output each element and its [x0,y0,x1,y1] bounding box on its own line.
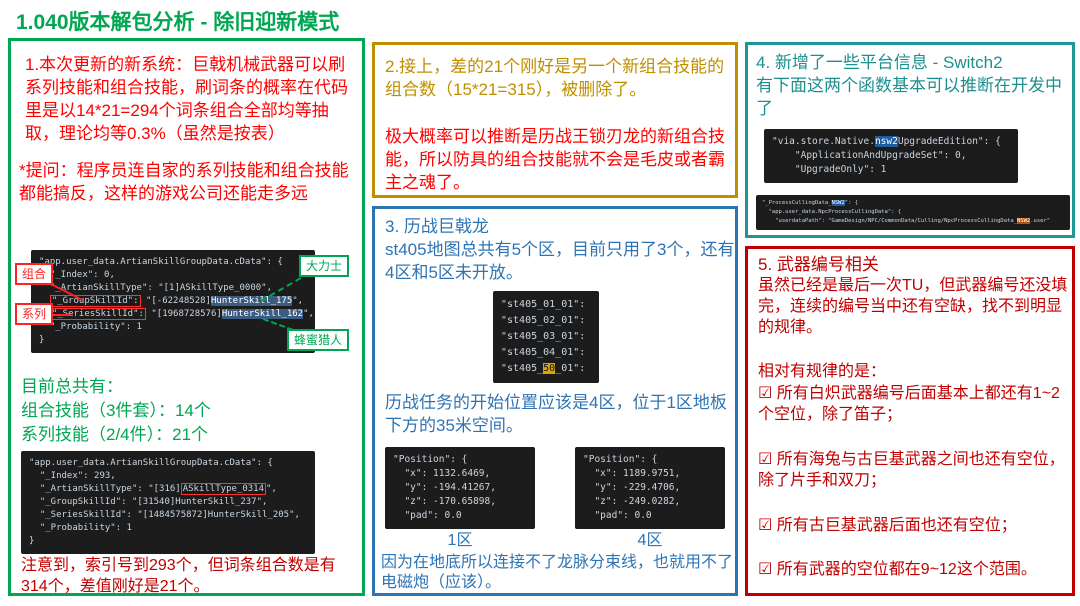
code-line-seriesskill: "_SeriesSkillId": "[1968728576]HunterSki… [39,308,314,321]
code-line: "_Index": 293, [29,471,116,481]
code-line: "app.user_data.ArtianSkillGroupData.cDat… [29,458,273,468]
section-weapon-numbering: 5. 武器编号相关 虽然已经是最后一次TU，但武器编号还没填完，连续的编号当中还… [745,246,1075,596]
code-screenshot-skill-index293: "app.user_data.ArtianSkillGroupData.cDat… [21,451,315,554]
code-line: "pad": 0.0 [393,510,462,521]
code-line: "_SeriesSkillId": "[1484575872]HunterSki… [29,510,300,520]
code-text: .user" [1030,218,1051,224]
checklist-item-gravios: ☑ 所有古巨基武器后面也还有空位； [758,517,1017,534]
code-text: UpgradeEdition": { [897,136,1001,147]
code-text: ", [303,309,314,319]
code-line: "ApplicationAndUpgradeSet": 0, [772,150,967,161]
askilltype-0314-highlight: ASkillType_0314 [180,483,266,495]
position-zone4-code: "Position": { "x": 1189.9751, "y": -229.… [575,447,725,529]
code-line: "x": 1132.6469, [393,468,491,479]
code-line: "y": -194.41267, [393,482,496,493]
code-line: "z": -170.65898, [393,496,496,507]
section4-heading: 4. 新增了一些平台信息 - Switch2 [756,53,1003,72]
zone50-highlight: 50 [543,363,556,374]
code-line: "_GroupSkillId": "[31540]HunterSkill_237… [29,497,268,507]
code-line-zone50: "st405_50_01": [501,361,591,377]
dragonvein-paragraph: 因为在地底所以连接不了龙脉分束线，也就用不了电磁炮（应该）。 [381,554,734,591]
code-line: } [39,335,45,345]
connector-series-line [49,314,71,316]
page-title: 1.040版本解包分析 - 除旧迎新模式 [16,11,340,34]
section3-heading: 3. 历战巨戟龙 [385,217,489,236]
section-platform-info: 4. 新增了一些平台信息 - Switch2 有下面这两个函数基本可以推断在开发… [745,42,1075,238]
code-line: "x": 1189.9751, [583,468,681,479]
nsw2-upgrade-code: "via.store.Native.nsw2UpgradeEdition": {… [764,129,1018,183]
code-text: "_ArtianSkillType": "[316] [29,484,181,494]
pattern-intro: 相对有规律的是： [758,363,887,380]
code-text: _01": [555,363,586,374]
code-line: "pad": 0.0 [583,510,652,521]
code-line: "app.user_data.ArtianSkillGroupData.cDat… [39,257,283,267]
position-zone1-code: "Position": { "x": 1132.6469, "y": -194.… [385,447,535,529]
combo-label: 组合 [15,263,54,285]
nsw2-highlight: NSW2 [831,200,845,206]
hunterskill-162-highlight: HunterSkill_162 [221,309,304,319]
inference-paragraph: 极大概率可以推断是历战王锁刃龙的新组合技能，所以防具的组合技能就不会是毛皮或者霸… [385,127,725,192]
zone1-label: 1区 [447,532,473,549]
new-system-paragraph: 1.本次更新的新系统：巨戟机械武器可以刷系列技能和组合技能，刷词条的概率在代码里… [25,55,348,143]
series-label: 系列 [15,303,54,325]
strongman-label: 大力士 [299,255,350,277]
code-text: "[-62248528] [140,296,211,306]
deleted-combo-paragraph: 2.接上，差的21个刚好是另一个新组合技能的组合数（15*21=315），被删除… [385,57,725,99]
section-tempered-map: 3. 历战巨戟龙 st405地图总共有5个区，目前只用了3个，还有4区和5区未开… [372,206,738,596]
code-line: "app.user_data.NpcProcessCullingData": { [762,209,902,215]
code-text: "[1968728576] [145,309,222,319]
code-line-nsw2upgrade: "via.store.Native.nsw2UpgradeEdition": { [772,135,1010,149]
totals-summary: 目前总共有： 组合技能（3件套）：14个 系列技能（2/4件）：21个 [21,377,211,444]
code-line: "y": -229.4706, [583,482,681,493]
checklist-item-incandescent: ☑ 所有白炽武器编号后面基本上都还有1~2个空位，除了笛子； [758,385,1060,423]
code-text: "st405_ [501,363,544,374]
zone4-label: 4区 [637,532,663,549]
code-line: "st405_02_01": [501,315,586,326]
code-line: "_Probability": 1 [29,523,132,533]
code-text: ": { [844,200,859,206]
hunterskill-175-highlight: HunterSkill_175 [210,296,293,306]
code-line: "_ArtianSkillType": "[1]ASkillType_0000"… [39,283,272,293]
npc-culling-code: "_ProcessCullingData_NSW2": { "app.user_… [756,195,1070,230]
map-id-list: "st405_01_01": "st405_02_01": "st405_03_… [493,291,599,383]
checklist-item-seahare: ☑ 所有海兔与古巨基武器之间也还有空位，除了片手和双刀； [758,451,1065,489]
code-line: "z": -249.0282, [583,496,681,507]
map-zones-paragraph: st405地图总共有5个区，目前只用了3个，还有4区和5区未开放。 [385,240,735,282]
nsw2-highlight: nsw2 [874,136,898,147]
code-line: "st405_04_01": [501,347,586,358]
index-note: 注意到，索引号到293个，但词条组合数是有314个，差值刚好是21个。 [21,557,336,595]
code-line: "_Index": 0, [39,270,115,280]
code-line-cullingdata: "_ProcessCullingData_NSW2": { [762,199,1064,208]
section5-heading: 5. 武器编号相关 [758,255,879,274]
code-line-groupskill: "_GroupSkillId": "[-62248528]HunterSkill… [39,295,307,308]
section-deleted-combo: 2.接上，差的21个刚好是另一个新组合技能的组合数（15*21=315），被删除… [372,42,738,198]
code-line: } [29,536,35,546]
weapon-id-paragraph: 虽然已经是最后一次TU，但武器编号还没填完，连续的编号当中还有空缺，找不到明显的… [758,277,1068,336]
code-text: "_ProcessCullingData_ [762,200,832,206]
code-text: ", [292,296,304,306]
code-line: "UpgradeOnly": 1 [772,164,887,175]
seriesskill-key-highlight: "_SeriesSkillId": [49,308,146,320]
code-text: "via.store.Native. [772,136,875,147]
code-text: ", [266,484,277,494]
nsw2-highlight-orange: NSW2 [1016,218,1031,224]
code-line: "Position": { [583,454,658,465]
code-text: "userdataPath": "GameDesign/NPC/CommonDa… [762,218,1017,224]
code-line-userdatapath: "userdataPath": "GameDesign/NPC/CommonDa… [762,217,1064,226]
checklist-item-range: ☑ 所有武器的空位都在9~12这个范围。 [758,561,1037,578]
question-paragraph: *提问：程序员连自家的系列技能和组合技能都能搞反，这样的游戏公司还能走多远 [19,161,349,203]
honey-hunter-label: 蜂蜜猎人 [287,329,350,351]
groupskill-key-highlight: "_GroupSkillId": [49,295,141,307]
code-screenshot-skill-index0: "app.user_data.ArtianSkillGroupData.cDat… [31,250,315,353]
section-artian-skills: 1.本次更新的新系统：巨戟机械武器可以刷系列技能和组合技能，刷词条的概率在代码里… [8,38,365,596]
start-position-paragraph: 历战任务的开始位置应该是4区，位于1区地板下方的35米空间。 [385,393,727,435]
code-line: "_Probability": 1 [39,322,142,332]
code-line-askilltype: "_ArtianSkillType": "[316]ASkillType_031… [29,483,307,496]
platform-paragraph: 有下面这两个函数基本可以推断在开发中了 [756,76,1062,118]
code-line: "Position": { [393,454,468,465]
code-line: "st405_01_01": [501,299,586,310]
code-line: "st405_03_01": [501,331,586,342]
